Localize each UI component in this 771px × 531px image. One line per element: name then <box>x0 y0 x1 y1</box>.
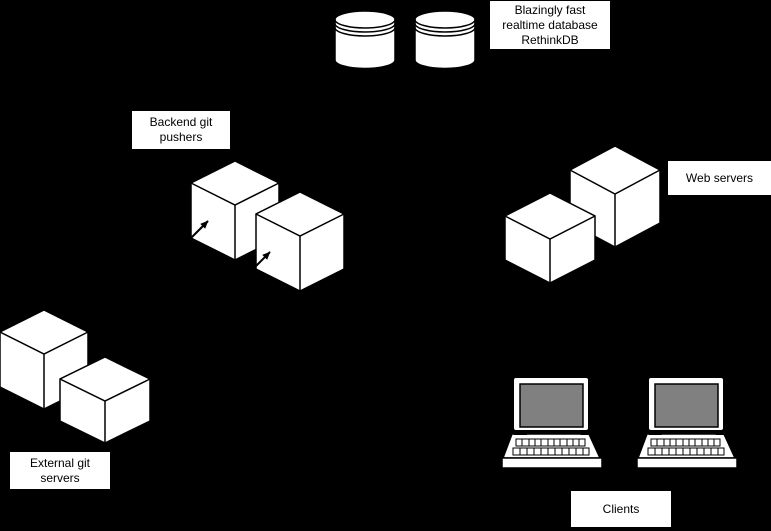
rethinkdb-label: Blazingly fast realtime database Rethink… <box>490 1 610 49</box>
laptop-icon <box>636 376 738 469</box>
push-arrow-icon <box>189 220 209 240</box>
server-cube-icon <box>504 192 596 284</box>
server-cube-icon <box>255 191 345 292</box>
database-cylinder-icon <box>334 10 396 70</box>
push-arrow-icon <box>255 251 271 267</box>
laptop-icon <box>501 376 603 469</box>
clients-label: Clients <box>571 491 671 527</box>
server-cube-icon <box>59 356 151 444</box>
backend-git-pushers-label: Backend git pushers <box>132 111 230 149</box>
database-cylinder-icon <box>414 10 476 70</box>
web-servers-label: Web servers <box>668 161 771 195</box>
external-git-servers-label: External git servers <box>10 452 110 489</box>
